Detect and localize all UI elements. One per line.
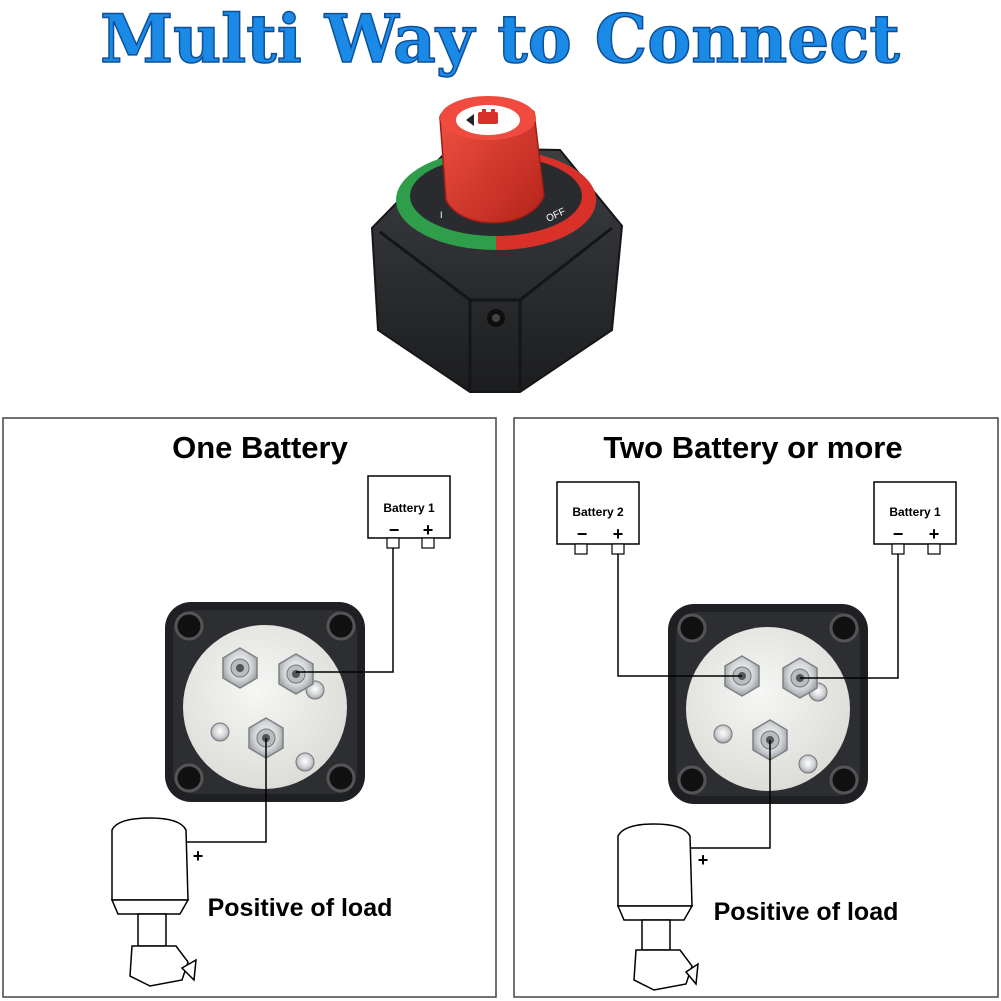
battery-plus: + (929, 524, 940, 544)
outboard-motor-icon (110, 817, 197, 987)
battery-plus: + (423, 520, 434, 540)
battery-minus: − (577, 524, 588, 544)
wires (186, 548, 394, 843)
battery-switch-photo: OFF I (370, 96, 624, 393)
pointer-arrow-icon (466, 114, 474, 126)
outboard-motor-icon (616, 823, 699, 991)
wires (617, 554, 899, 849)
switch-terminal-view (666, 602, 870, 806)
battery-plus: + (613, 524, 624, 544)
battery-minus: − (893, 524, 904, 544)
panel-one-battery (2, 417, 497, 998)
switch-terminal-view (163, 600, 367, 804)
position-mark: I (440, 210, 443, 220)
load-plus: + (698, 850, 709, 870)
main-title: Multi Way to Connect (100, 0, 900, 78)
battery-box: Battery 1 − + (367, 475, 451, 549)
load-plus: + (193, 846, 204, 866)
battery-symbol-icon (478, 109, 498, 124)
battery-label: Battery 1 (383, 501, 435, 515)
battery-minus: − (389, 520, 400, 540)
load-label: Positive of load (714, 898, 899, 926)
battery-box: Battery 1 − + (873, 481, 957, 555)
panel-title: One Battery (172, 430, 348, 465)
panel-two-battery (513, 417, 999, 998)
battery-box: Battery 2 − + (556, 481, 640, 555)
battery-label: Battery 1 (889, 505, 941, 519)
panel-title: Two Battery or more (603, 430, 902, 465)
load-label: Positive of load (208, 894, 393, 922)
battery-label: Battery 2 (572, 505, 624, 519)
